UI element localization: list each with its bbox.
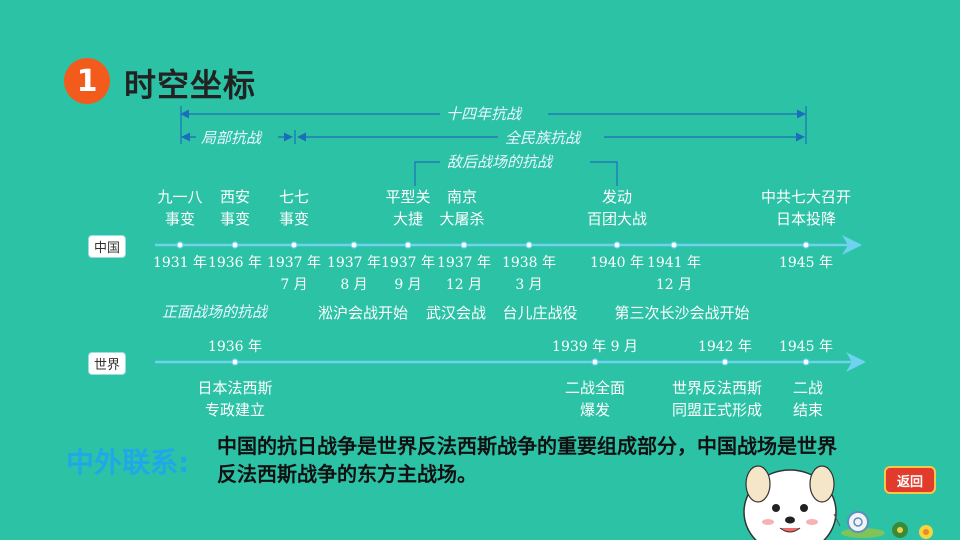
- event-hundred-regiments: 发动百团大战: [586, 188, 647, 228]
- event-918: 九一八事变: [157, 188, 203, 228]
- world-event-ww2-outbreak: 二战全面爆发: [564, 379, 625, 419]
- cartoon-decoration: [743, 465, 933, 540]
- event-1945-china: 中共七大召开日本投降: [760, 188, 851, 228]
- event-xian: 西安事变: [219, 188, 250, 228]
- world-date-1945: 1945 年: [778, 339, 834, 355]
- china-tag: 中国: [88, 235, 127, 258]
- date-1945-china: 1945 年: [778, 255, 834, 271]
- world-event-ww2-end: 二战结束: [792, 379, 823, 419]
- event-changsha: 第三次长沙会战开始: [614, 304, 750, 322]
- event-nanjing: 南京大屠杀: [439, 188, 485, 228]
- behind-enemy-bracket: [414, 161, 618, 186]
- event-songhu: 淞沪会战开始: [317, 304, 408, 322]
- date-1940: 1940 年: [589, 255, 645, 271]
- connection-text: 中国的抗日战争是世界反法西斯战争的重要组成部分，中国战场是世界反法西斯战争的东方…: [217, 434, 837, 486]
- connection-label: 中外联系:: [66, 446, 190, 479]
- dog-icon: [743, 465, 837, 540]
- fourteen-years-label: 十四年抗战: [446, 105, 522, 123]
- flower-icon: [919, 525, 933, 539]
- page-title: 时空坐标: [124, 66, 257, 104]
- event-77: 七七事变: [278, 188, 309, 228]
- china-axis: [155, 235, 862, 255]
- world-event-japan-fascism: 日本法西斯专政建立: [197, 379, 273, 419]
- event-wuhan: 武汉会战: [425, 304, 486, 322]
- world-date-1942: 1942 年: [697, 339, 753, 355]
- frontal-label: 正面战场的抗战: [162, 303, 268, 321]
- national-war-span: [294, 130, 805, 144]
- local-war-label: 局部抗战: [201, 129, 262, 147]
- back-button[interactable]: 返回: [884, 466, 936, 494]
- behind-enemy-label: 敌后战场的抗战: [447, 153, 553, 171]
- event-pingxingguan: 平型关大捷: [385, 188, 431, 228]
- shell-icon: [892, 522, 908, 538]
- snail-icon: [833, 511, 885, 538]
- fourteen-years-span: [180, 106, 807, 144]
- world-tag: 世界: [88, 352, 127, 375]
- national-war-label: 全民族抗战: [505, 129, 581, 147]
- date-1931: 1931 年: [152, 255, 208, 271]
- date-1936: 1936 年: [207, 255, 263, 271]
- world-axis: [155, 352, 866, 372]
- world-date-1939-9: 1939 年 9 月: [552, 339, 638, 355]
- section-number-badge: 1: [64, 58, 110, 104]
- world-date-1936: 1936 年: [207, 339, 263, 355]
- world-event-alliance: 世界反法西斯同盟正式形成: [671, 379, 762, 419]
- event-taierzhuang: 台儿庄战役: [502, 304, 578, 322]
